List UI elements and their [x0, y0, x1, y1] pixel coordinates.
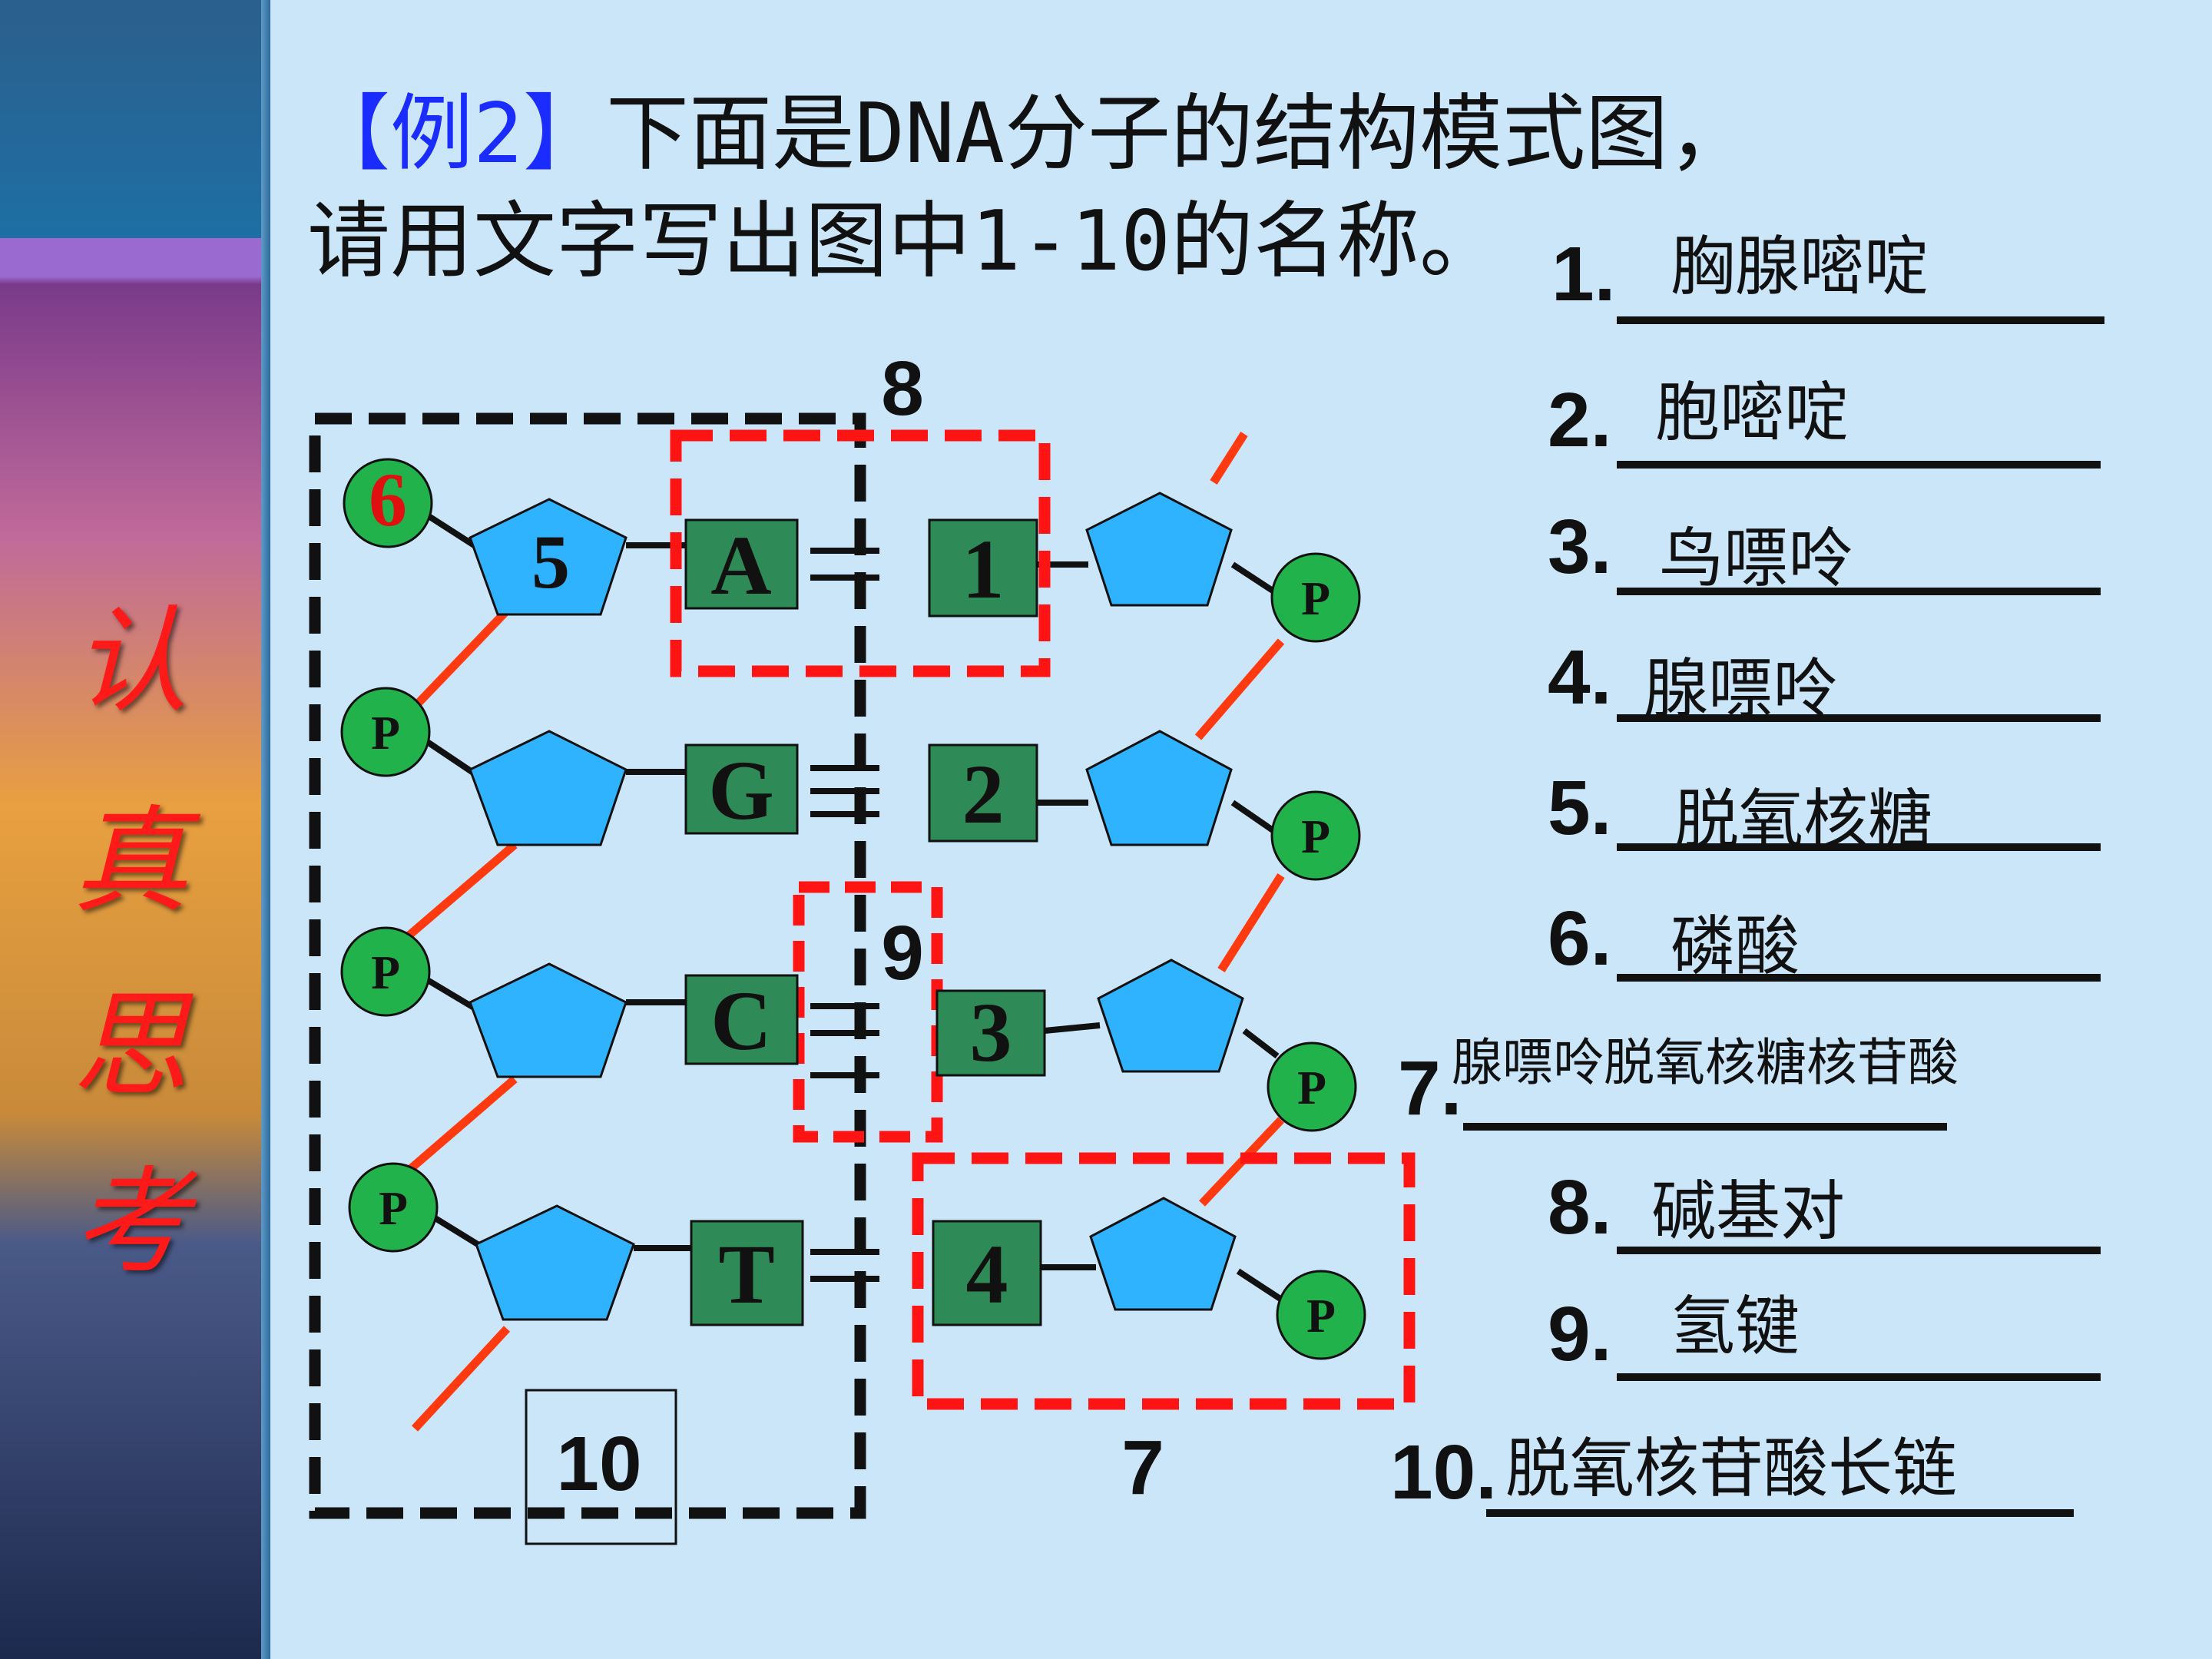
phosphate-label: P: [1301, 573, 1330, 625]
answer-text: 腺嘌呤: [1644, 651, 1838, 727]
answer-text: 胞嘧啶: [1655, 375, 1849, 450]
label-8: 8: [881, 346, 924, 432]
phosphate-group: [340, 458, 1366, 1360]
phosphate-label: P: [379, 1183, 408, 1235]
answer-number: 1.: [1551, 231, 1616, 317]
deoxyribose-pentagon: [1085, 730, 1233, 846]
deoxyribose-pentagon: [1085, 492, 1233, 607]
phosphate-circle: [1270, 552, 1361, 643]
answer-number: 7.: [1398, 1045, 1462, 1131]
phosphate-label: P: [1306, 1290, 1336, 1343]
answer-blank: [1463, 1123, 1947, 1131]
answer-text: 磷酸: [1671, 909, 1800, 984]
highlight-box-7: [912, 1152, 1416, 1410]
answer-blank: [1617, 1373, 2101, 1381]
hydrogen-bonds: [810, 548, 879, 1282]
phosphate-6-circle: [343, 458, 433, 548]
answer-blank: [1617, 843, 2101, 851]
strand-box-10: [309, 412, 866, 1519]
base-label-3: 3: [970, 985, 1012, 1079]
deoxyribose-pentagon: [1089, 1197, 1237, 1311]
example-tag: 【例2】: [307, 86, 607, 182]
highlight-box-8: [670, 429, 1051, 677]
phosphate-circle: [340, 687, 431, 777]
phosphate-circle: [348, 1162, 439, 1253]
phosphate-circle: [1276, 1270, 1366, 1360]
question-title: 【例2】下面是DNA分子的结构模式图， 请用文字写出图中1-10的名称。: [307, 81, 1751, 296]
answer-blank: [1617, 316, 2104, 324]
highlight-box-9: [793, 881, 943, 1143]
base-square-C: [684, 974, 799, 1065]
answer-blank: [1617, 714, 2101, 722]
answer-number: 10.: [1390, 1429, 1498, 1515]
base-square-3: [935, 989, 1046, 1077]
title-line-1: 下面是DNA分子的结构模式图，: [606, 86, 1752, 182]
answer-number: 2.: [1548, 377, 1612, 463]
phosphate-label: P: [1301, 811, 1330, 863]
deoxyribose-group: [469, 492, 1244, 1321]
answer-number: 5.: [1548, 765, 1612, 851]
sidebar-char-4: 考: [73, 1156, 189, 1290]
phosphate-label: P: [371, 947, 400, 999]
base-label-T: T: [718, 1227, 774, 1321]
base-square-4: [932, 1220, 1042, 1326]
answer-number: 6.: [1548, 896, 1612, 982]
answer-blank: [1617, 1247, 2101, 1254]
answer-text: 胸腺嘧啶: [1671, 229, 1929, 304]
answer-text: 氢键: [1671, 1289, 1800, 1364]
sidebar-char-1: 认: [73, 595, 189, 729]
label-7: 7: [1121, 1425, 1164, 1511]
base-square-A: [684, 518, 799, 610]
phosphate-label: P: [371, 707, 400, 760]
base-label-A: A: [710, 518, 771, 612]
sidebar-char-2: 真: [73, 795, 189, 929]
answer-number: 3.: [1548, 504, 1612, 590]
deoxyribose-pentagon: [469, 498, 628, 616]
deoxyribose-pentagon: [475, 1204, 635, 1321]
label-10: 10: [556, 1421, 641, 1507]
answer-number: 8.: [1548, 1164, 1612, 1250]
pentagon-label-5: 5: [531, 519, 570, 604]
sidebar-edge: [261, 0, 270, 1659]
answer-text: 鸟嘌呤: [1659, 521, 1853, 596]
phosphate-circle: [1267, 1041, 1357, 1132]
answer-text: 碱基对: [1651, 1174, 1846, 1249]
label-box-10: [525, 1389, 677, 1545]
answer-text: 脱氧核苷酸长链: [1505, 1431, 1958, 1506]
base-label-C: C: [710, 974, 771, 1068]
answer-blank: [1617, 461, 2101, 469]
bases-group: [684, 518, 1046, 1326]
answer-number: 9.: [1548, 1291, 1612, 1377]
deoxyribose-pentagon: [469, 962, 628, 1078]
title-line-2: 请用文字写出图中1-10的名称。: [307, 194, 1503, 290]
answer-blank: [1617, 588, 2101, 595]
phosphate-circle: [1270, 790, 1361, 881]
deoxyribose-pentagon: [1097, 959, 1244, 1073]
phosphate-label: P: [1297, 1062, 1326, 1114]
base-square-1: [928, 518, 1038, 618]
deoxyribose-pentagon: [469, 730, 628, 846]
phosphate-label-6: 6: [369, 457, 407, 542]
sidebar-char-3: 思: [73, 979, 189, 1113]
base-label-G: G: [708, 743, 774, 837]
label-9: 9: [881, 910, 924, 996]
base-label-4: 4: [966, 1227, 1008, 1321]
base-label-1: 1: [962, 522, 1005, 616]
answer-blank: [1486, 1509, 2074, 1517]
base-square-T: [690, 1220, 804, 1326]
decorative-sidebar: [0, 0, 269, 1659]
base-square-G: [684, 743, 799, 835]
base-square-2: [928, 743, 1038, 843]
answer-number: 4.: [1548, 634, 1612, 720]
base-label-2: 2: [962, 747, 1005, 841]
phosphate-circle: [340, 926, 431, 1017]
answer-blank: [1617, 974, 2101, 982]
left-backbone: [400, 608, 518, 1432]
answer-text: 腺嘌呤脱氧核糖核苷酸: [1452, 1033, 1959, 1092]
